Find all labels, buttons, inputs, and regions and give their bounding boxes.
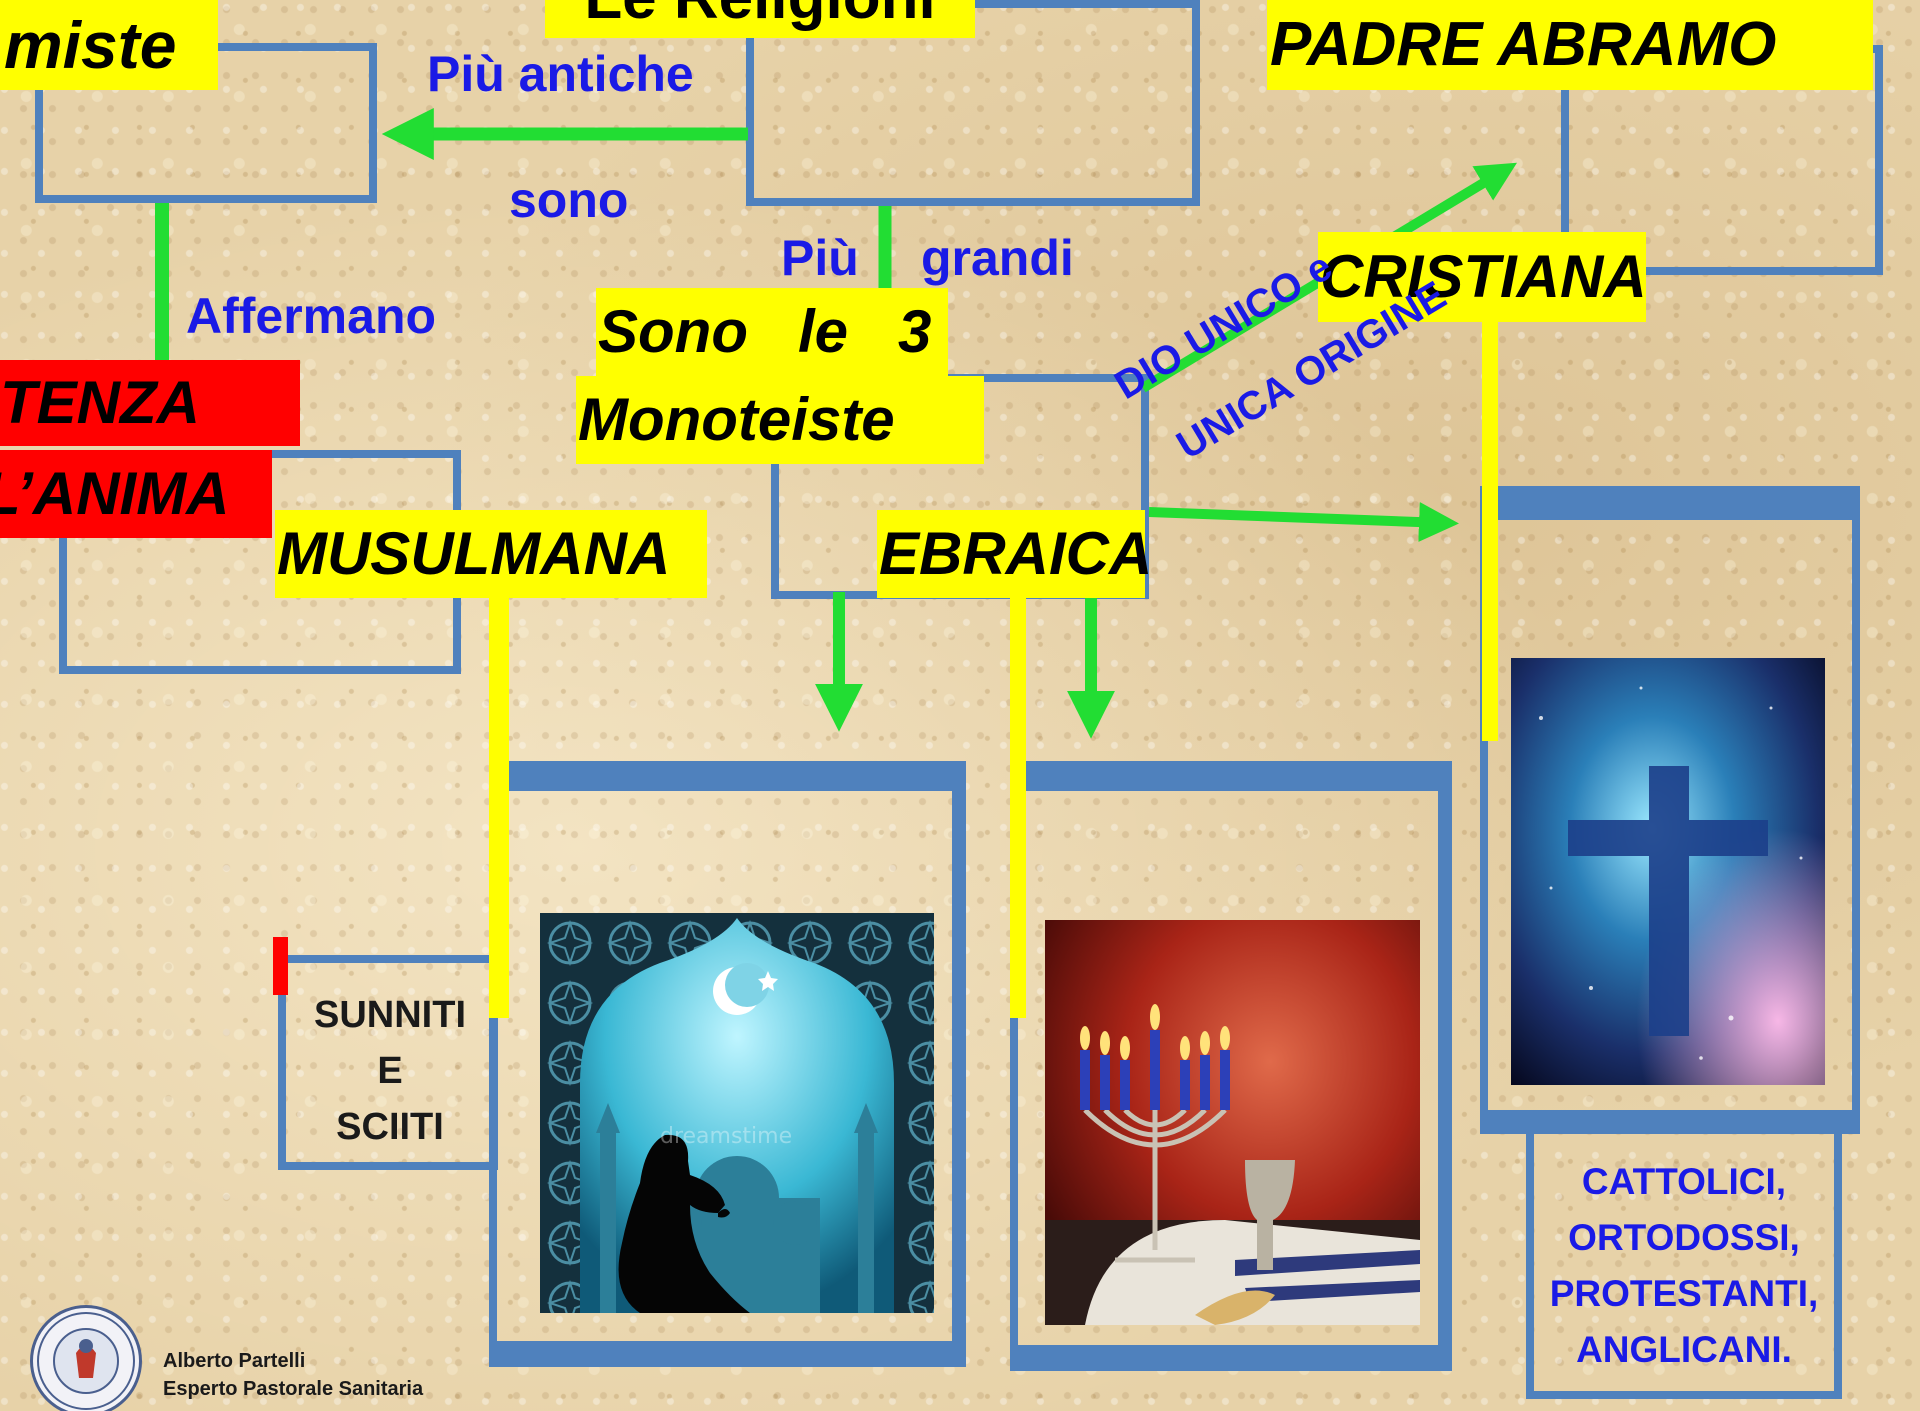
protestanti-text: PROTESTANTI, bbox=[1549, 1273, 1819, 1314]
e-text: E bbox=[377, 1050, 403, 1092]
animiste-label: miste bbox=[0, 0, 218, 90]
padre-abramo-label: PADRE ABRAMO bbox=[1267, 0, 1873, 90]
monoteiste-label: Monoteiste bbox=[576, 376, 984, 464]
sunniti-sciiti-box bbox=[278, 955, 498, 1170]
menorah-image bbox=[1045, 920, 1420, 1325]
cristiana-branches-box bbox=[1526, 1126, 1842, 1399]
anima-label: L’ANIMA bbox=[0, 450, 272, 538]
ebraica-connector bbox=[1010, 588, 1026, 1018]
esistenza-label: TENZA bbox=[0, 360, 300, 446]
mosque-prayer-image: dreamstime bbox=[540, 913, 934, 1313]
piu-label: Più bbox=[781, 230, 859, 286]
ortodossi-text: ORTODOSSI, bbox=[1568, 1217, 1800, 1258]
sono-le-3-label: Sono le 3 bbox=[596, 288, 948, 376]
sono-label: sono bbox=[509, 172, 629, 228]
svg-text:dreamstime: dreamstime bbox=[660, 1124, 792, 1149]
musulmana-connector bbox=[489, 588, 509, 1018]
cristiana-connector bbox=[1482, 318, 1498, 741]
cross-image bbox=[1511, 658, 1825, 1085]
author-role: Esperto Pastorale Sanitaria bbox=[163, 1378, 424, 1400]
cattolici-text: CATTOLICI, bbox=[1581, 1161, 1787, 1202]
sunniti-text: SUNNITI bbox=[314, 994, 466, 1036]
author-name: Alberto Partelli bbox=[163, 1350, 306, 1372]
ebraica-panel bbox=[1010, 761, 1452, 1371]
religioni-label: Le Religioni bbox=[545, 0, 975, 38]
piu-antiche-label: Più antiche bbox=[427, 46, 694, 102]
red-marker bbox=[273, 937, 288, 995]
musulmana-label: MUSULMANA bbox=[275, 510, 707, 598]
affermano-label: Affermano bbox=[186, 288, 437, 344]
anglicani-text: ANGLICANI. bbox=[1576, 1329, 1792, 1370]
sciiti-text: SCIITI bbox=[336, 1106, 444, 1148]
arrow-to-cristiana bbox=[1148, 502, 1459, 543]
ebraica-label: EBRAICA bbox=[877, 510, 1152, 598]
camillianum-logo bbox=[30, 1305, 142, 1411]
cristiana-label: CRISTIANA bbox=[1318, 232, 1647, 322]
grandi-label: grandi bbox=[921, 230, 1074, 286]
